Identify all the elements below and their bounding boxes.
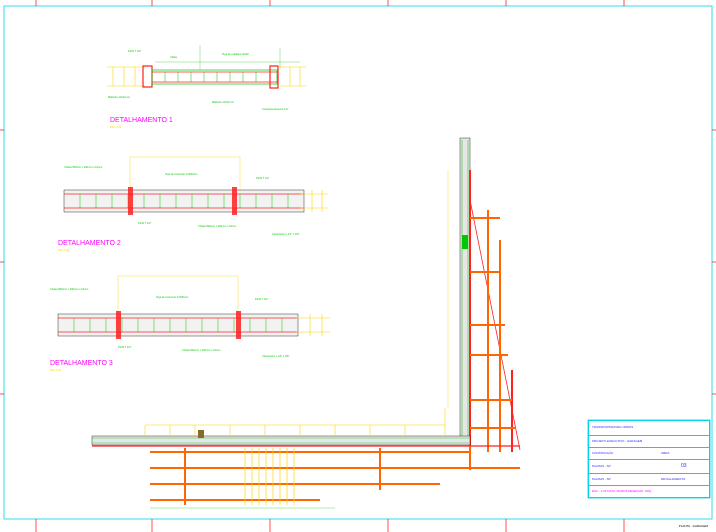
section-slab [91,408,520,509]
tb-drawing: DETALHAMENTO [661,477,686,481]
detail-3-title: DETALHAMENTO 3 [50,360,113,367]
d1-note-c: Viga de madeira 10x20 [222,53,249,56]
detail-2-title: DETALHAMENTO 2 [58,240,121,247]
d2-note-c: Perfil T 1/2" [256,177,270,180]
tb-stage-value: OBRA [661,451,670,455]
detail-3-drawing [57,275,330,339]
tb-sheet-number: 03 [681,463,687,469]
tb-project: PROJETO EXECUTIVO - GARAGEM [592,439,643,443]
d3-note-e: Chapa 500mm x 200mm x 10mm [182,349,221,352]
tb-footer: ESC.: 1:25 DATA: 06/2015 DESENHO: ARQ. [592,489,652,493]
sheet-stamp: PLANTA · GARAGEM [678,524,708,528]
d1-note-a: Perfil T 1/2" [128,50,142,53]
d3-note-d: Perfil T 1/2" [118,346,132,349]
tb-stage-label: CONSTRUÇÃO [592,451,614,455]
d3-note-a: Chapa 500mm x 200mm x 10mm [50,288,89,291]
d1-note-f: Contraventamento 1/2" [262,108,289,111]
d3-note-f: Cantoneira 1 1/2" x 1/8" [262,355,290,358]
section-column [447,137,521,452]
d1-note-d: Malheiro 10x10 cm [108,96,130,99]
title-block: TRANSPORTADORA UNIDOS PROJETO EXECUTIVO … [588,420,710,498]
d3-note-b: Viga de Concreto h=600mm [156,296,189,299]
d2-note-e: Chapa 500mm x 200mm x 10mm [198,225,237,228]
d1-note-e: Malheiro 10x10 cm [212,101,234,104]
tb-city-2: PALMAS - SP [592,477,611,481]
detail-1-title: DETALHAMENTO 1 [110,117,173,124]
d2-note-d: Perfil T 1/2" [138,222,152,225]
detail-1-scale: ESC 1:25 [110,126,122,129]
d2-note-a: Chapa 500mm x 200mm x 10mm [64,166,103,169]
detail-3-scale: ESC 1:25 [50,369,62,372]
tb-company: TRANSPORTADORA UNIDOS [592,425,634,429]
d3-note-c: Perfil T 1/2" [255,298,269,301]
d1-note-b: Calha [170,56,177,59]
sheet-border [3,5,713,520]
d2-note-b: Viga de Concreto h=600mm [165,173,198,176]
detail-1-drawing [107,45,306,89]
d2-note-f: Cantoneira 1 1/2" x 1/8" [272,233,300,236]
detail-2-scale: ESC 1:25 [58,249,70,252]
tb-city-1: PALMAS - SP [592,464,611,468]
detail-2-drawing [63,156,328,215]
